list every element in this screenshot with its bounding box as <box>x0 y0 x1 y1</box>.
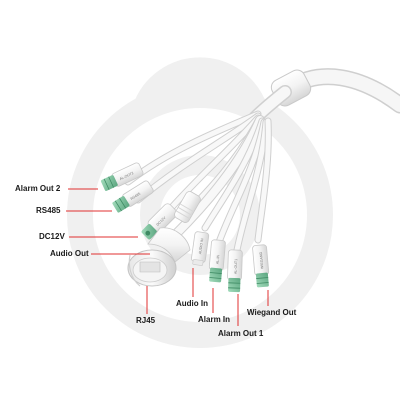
dc12v-connector: DC12V <box>141 203 178 240</box>
label-alarm-in: Alarm In <box>198 315 231 324</box>
rs485-print: RS485 <box>130 192 141 201</box>
label-audio-out: Audio Out <box>50 249 89 258</box>
wiegand-out-connector: WIEGAND <box>252 244 270 288</box>
dc12v-print: DC12V <box>156 215 167 226</box>
audio-out-connector <box>174 191 201 223</box>
alarm-out-1-print: AL-OUT1 <box>234 259 239 274</box>
audio-in-print: AUDIO IN <box>198 238 204 255</box>
main-cable <box>248 68 400 125</box>
alarm-out-2-connector: AL-OUT2 <box>100 162 144 191</box>
label-dc12v: DC12V <box>39 232 65 241</box>
rj45-connector <box>127 227 191 287</box>
alarm-in-connector: AL-IN <box>208 239 226 283</box>
rs485-connector: RS485 <box>112 180 154 213</box>
label-alarm-out-2: Alarm Out 2 <box>15 184 61 193</box>
audio-in-connector: AUDIO IN <box>191 231 210 266</box>
label-wiegand-out: Wiegand Out <box>247 308 297 317</box>
leader-lines <box>66 188 269 326</box>
label-rs485: RS485 <box>36 206 61 215</box>
label-audio-in: Audio In <box>176 299 208 308</box>
label-rj45: RJ45 <box>136 316 156 325</box>
label-alarm-out-1: Alarm Out 1 <box>218 329 264 338</box>
wiegand-out-print: WIEGAND <box>259 251 265 269</box>
alarm-out-2-print: AL-OUT2 <box>119 171 134 181</box>
alarm-in-print: AL-IN <box>216 254 221 264</box>
alarm-out-1-connector: AL-OUT1 <box>227 249 243 293</box>
